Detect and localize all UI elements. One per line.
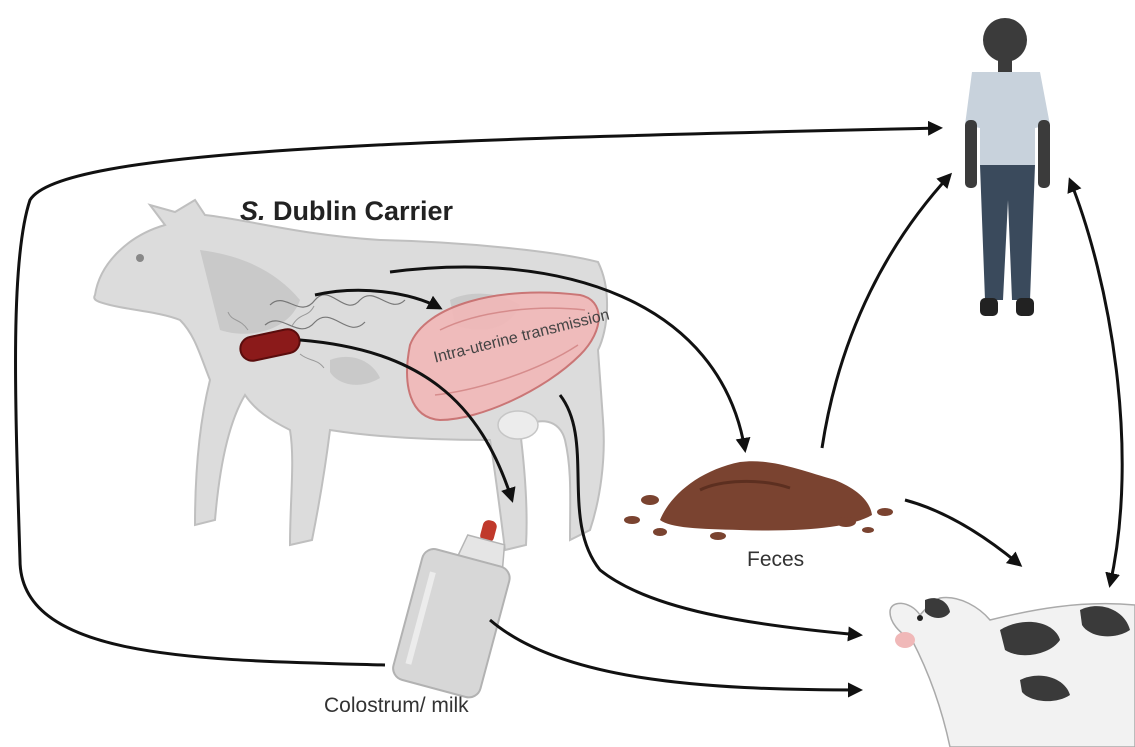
diagram-title: S. Dublin Carrier [240, 196, 453, 227]
feces-pile-icon [624, 461, 893, 540]
feces-label: Feces [747, 548, 804, 572]
arrow-feces-to-calf [905, 500, 1020, 565]
title-species-abbrev: S. [240, 196, 266, 226]
colostrum-milk-label: Colostrum/ milk [324, 693, 484, 719]
arrow-human-calf [1070, 180, 1122, 585]
arrow-feces-to-human [822, 175, 950, 448]
human-icon [965, 18, 1050, 316]
title-text: Dublin Carrier [273, 196, 453, 226]
calf-icon [890, 598, 1135, 747]
